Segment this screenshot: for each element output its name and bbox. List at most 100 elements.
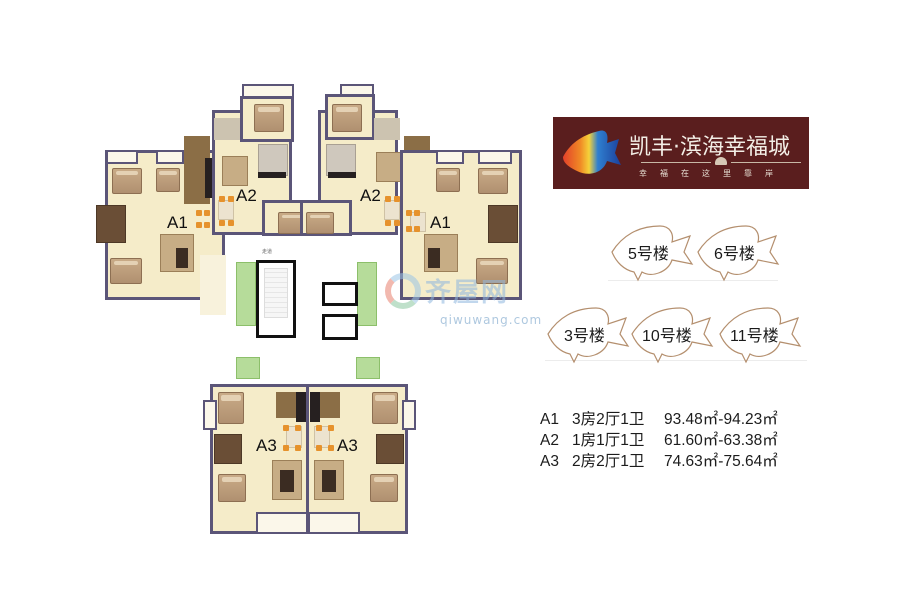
building-11-button[interactable]: 11号楼 xyxy=(716,300,808,364)
coffee-table xyxy=(176,248,188,268)
chair xyxy=(394,196,400,202)
bed xyxy=(110,258,142,284)
building-label: 11号楼 xyxy=(730,328,779,345)
chair xyxy=(328,425,334,431)
bed xyxy=(478,168,508,194)
unit-area: 74.63㎡-75.64㎡ xyxy=(664,453,778,470)
chair xyxy=(219,220,225,226)
unit-code: A1 xyxy=(540,411,559,428)
green-area xyxy=(236,357,260,379)
balcony xyxy=(203,400,217,430)
chair xyxy=(196,222,202,228)
watermark: 齐屋网 xyxy=(385,272,509,309)
bathroom xyxy=(376,434,404,464)
bed xyxy=(306,212,334,234)
dining-table xyxy=(314,426,330,448)
core-label: 走道 xyxy=(262,249,273,255)
unit-layout: 2房2厅1卫 xyxy=(572,453,645,470)
ornament-icon xyxy=(715,157,727,165)
chair xyxy=(283,445,289,451)
watermark-logo-icon xyxy=(385,272,421,309)
floor-plan: 走道 A1 A2 A2 A1 A3 A3 xyxy=(96,84,522,534)
balcony xyxy=(156,150,184,164)
kitchen-counter xyxy=(258,172,286,178)
chair xyxy=(316,445,322,451)
building-label: 10号楼 xyxy=(642,328,692,345)
balcony xyxy=(308,512,360,534)
fish-outline-icon xyxy=(611,225,694,282)
brand-slogan: 幸福在这里靠岸 xyxy=(639,169,786,178)
balcony xyxy=(402,400,416,430)
fish-logo-icon xyxy=(563,130,621,174)
chair xyxy=(204,222,210,228)
chair xyxy=(414,210,420,216)
balcony xyxy=(256,512,308,534)
building-5-button[interactable]: 5号楼 xyxy=(608,218,700,282)
storage xyxy=(374,118,400,140)
chair xyxy=(295,445,301,451)
building-label: 3号楼 xyxy=(564,328,605,345)
brand-title: 凯丰·滨海幸福城 xyxy=(629,135,790,160)
divider xyxy=(641,162,711,163)
building-6-button[interactable]: 6号楼 xyxy=(694,218,786,282)
unit-row-a3: A3 2房2厅1卫 74.63㎡-75.64㎡ xyxy=(540,449,778,470)
balcony xyxy=(436,150,464,164)
bed xyxy=(278,212,306,234)
unit-area: 61.60㎡-63.38㎡ xyxy=(664,432,778,449)
chair xyxy=(219,196,225,202)
unit-layout: 1房1厅1卫 xyxy=(572,432,645,449)
coffee-table xyxy=(322,470,336,492)
chair xyxy=(228,196,234,202)
bed xyxy=(218,474,246,502)
unit-code: A3 xyxy=(540,453,559,470)
kitchen-counter xyxy=(296,392,306,422)
chair xyxy=(196,210,202,216)
watermark-text: 齐屋网 xyxy=(425,278,510,308)
unit-row-a2: A2 1房1厅1卫 61.60㎡-63.38㎡ xyxy=(540,428,778,449)
chair xyxy=(406,226,412,232)
unit-label-a1-right: A1 xyxy=(430,213,451,232)
green-area xyxy=(236,262,256,326)
bathroom xyxy=(96,205,126,243)
chair xyxy=(228,220,234,226)
bed xyxy=(112,168,142,194)
bed xyxy=(436,168,460,192)
watermark-url: qiwuwang.com xyxy=(440,313,543,327)
bedroom-a2-left xyxy=(240,96,294,142)
bed xyxy=(332,104,362,132)
kitchen-counter xyxy=(328,172,356,178)
storage xyxy=(214,118,240,140)
fish-outline-icon xyxy=(719,307,802,364)
unit-label-a3-left: A3 xyxy=(256,436,277,455)
bed xyxy=(218,392,244,424)
chair xyxy=(295,425,301,431)
kitchen-counter xyxy=(310,392,320,422)
balcony xyxy=(106,150,138,164)
unit-layout: 3房2厅1卫 xyxy=(572,411,645,428)
green-area xyxy=(357,262,377,326)
unit-area: 93.48㎡-94.23㎡ xyxy=(664,411,778,428)
bed xyxy=(372,392,398,424)
bathroom xyxy=(258,144,288,176)
dining-table xyxy=(218,200,234,220)
bed xyxy=(254,104,284,132)
chair xyxy=(385,220,391,226)
elevator-2 xyxy=(322,314,358,340)
divider xyxy=(545,360,807,361)
chair xyxy=(406,210,412,216)
stair-steps xyxy=(264,268,288,318)
unit-code: A2 xyxy=(540,432,559,449)
coffee-table xyxy=(280,470,294,492)
bathroom xyxy=(214,434,242,464)
building-3-button[interactable]: 3号楼 xyxy=(544,300,636,364)
dining-table xyxy=(286,426,302,448)
chair xyxy=(414,226,420,232)
kitchen-counter xyxy=(205,158,213,198)
chair xyxy=(385,196,391,202)
building-10-button[interactable]: 10号楼 xyxy=(628,300,720,364)
fish-outline-icon xyxy=(697,225,780,282)
unit-row-a1: A1 3房2厅1卫 93.48㎡-94.23㎡ xyxy=(540,407,778,428)
unit-label-a1-left: A1 xyxy=(167,213,188,232)
bed xyxy=(370,474,398,502)
unit-label-a2-left: A2 xyxy=(236,186,257,205)
